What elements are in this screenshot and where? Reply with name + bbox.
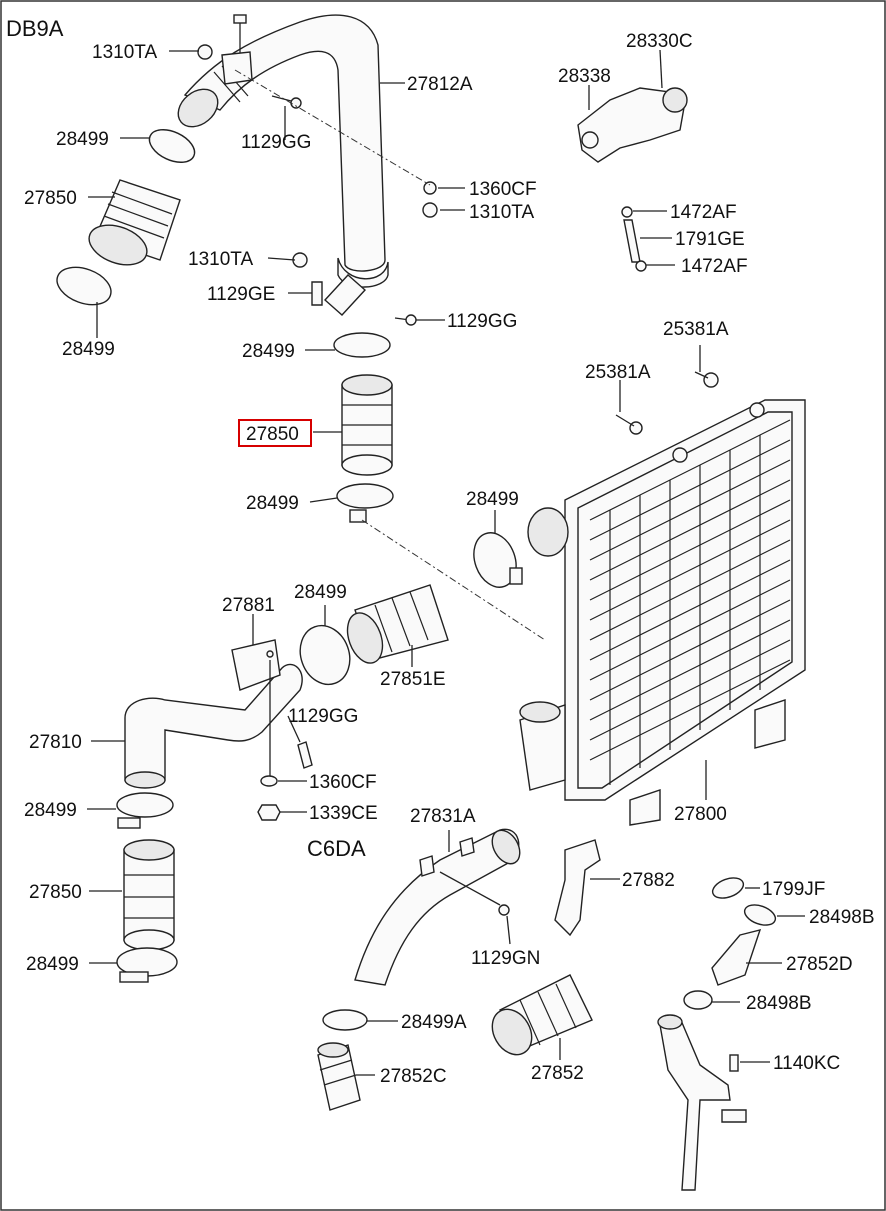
callout-1310ta-mid: 1310TA xyxy=(469,202,534,223)
callout-28499-left: 28499 xyxy=(62,339,115,360)
callout-25381a-left: 25381A xyxy=(585,362,651,383)
callout-27850-lower: 27850 xyxy=(29,882,82,903)
lower-pipe-27810 xyxy=(124,639,313,821)
small-pipe-1791ge xyxy=(621,206,647,272)
callout-28499-mid: 28499 xyxy=(294,582,347,603)
callout-1799jf: 1799JF xyxy=(762,879,825,900)
engine-label-c6da: C6DA xyxy=(307,836,366,861)
callout-28499-bottom-left: 28499 xyxy=(26,954,79,975)
engine-label-db9a: DB9A xyxy=(6,16,64,41)
callout-25381a-right: 25381A xyxy=(663,319,729,340)
callout-1129ge: 1129GE xyxy=(207,284,275,305)
callout-1472af-bottom: 1472AF xyxy=(681,256,748,277)
callout-1129gg-mid: 1129GG xyxy=(447,311,517,332)
callout-1129gg-low: 1129GG xyxy=(288,706,358,727)
bracket-27882 xyxy=(554,839,601,937)
callout-1129gg-top: 1129GG xyxy=(241,132,311,153)
pipe-27831a xyxy=(354,828,521,986)
callout-28499-lower-left: 28499 xyxy=(24,800,77,821)
right-small-hose-assembly xyxy=(657,877,777,1191)
callout-27852: 27852 xyxy=(531,1063,584,1084)
callout-leaders xyxy=(87,49,805,1076)
right-clamp-28499 xyxy=(473,532,523,588)
callout-28499a: 28499A xyxy=(401,1012,467,1033)
callout-27810: 27810 xyxy=(29,732,82,753)
callout-1310ta-top: 1310TA xyxy=(92,42,157,63)
callout-27882: 27882 xyxy=(622,870,675,891)
callout-28499-center-bottom: 28499 xyxy=(246,493,299,514)
callout-28499-right: 28499 xyxy=(466,489,519,510)
callout-1360cf-top: 1360CF xyxy=(469,179,537,200)
callout-1360cf-low: 1360CF xyxy=(309,772,377,793)
callout-27800: 27800 xyxy=(674,804,727,825)
callout-1129gn: 1129GN xyxy=(471,948,540,969)
callout-27850-highlighted: 27850 xyxy=(246,424,299,445)
callout-labels: 1310TA 27812A 28499 1129GG 27850 1360CF … xyxy=(24,31,875,1087)
callout-27812a: 27812A xyxy=(407,74,473,95)
thermostat-housing xyxy=(577,87,688,163)
hose-27851e-and-clamp xyxy=(299,584,449,686)
callout-27852c: 27852C xyxy=(380,1066,447,1087)
callout-28498b-bottom: 28498B xyxy=(746,993,812,1014)
lower-left-hose-and-clamps xyxy=(116,792,178,983)
center-hose-27850-with-clamps xyxy=(333,332,394,523)
hose-27852-and-clamps xyxy=(317,974,593,1111)
callout-28338: 28338 xyxy=(558,66,611,87)
callout-1339ce: 1339CE xyxy=(309,803,378,824)
left-hose-and-clamps-top xyxy=(56,129,196,306)
callout-27851e: 27851E xyxy=(380,669,446,690)
callout-27831a: 27831A xyxy=(410,806,476,827)
callout-28498b-top: 28498B xyxy=(809,907,875,928)
callout-1310ta-low: 1310TA xyxy=(188,249,253,270)
alignment-lines xyxy=(234,69,546,641)
callout-28499-top: 28499 xyxy=(56,129,109,150)
intercooler-assembly xyxy=(519,371,806,826)
callout-1472af-top: 1472AF xyxy=(670,202,737,223)
callout-27881: 27881 xyxy=(222,595,275,616)
callout-1140kc: 1140KC xyxy=(773,1053,840,1074)
callout-27852d: 27852D xyxy=(786,954,853,975)
highlight-box-27850 xyxy=(238,419,312,447)
callout-28499-center-top: 28499 xyxy=(242,341,295,362)
upper-bracket-bolts xyxy=(197,14,438,326)
callout-27850-top: 27850 xyxy=(24,188,77,209)
callout-28330c: 28330C xyxy=(626,31,693,52)
callout-1791ge: 1791GE xyxy=(675,229,745,250)
